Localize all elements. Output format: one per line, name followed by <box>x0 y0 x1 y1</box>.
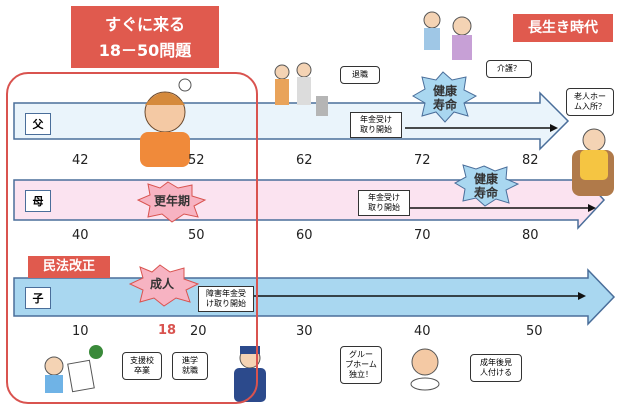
tick-father-5: 82 <box>522 153 539 168</box>
health-burst-mother <box>453 164 520 207</box>
tick-child-1: 10 <box>72 324 89 339</box>
tick-father-2: 52 <box>188 153 205 168</box>
tick-child-5: 40 <box>414 324 431 339</box>
group-home-note: グルー プホーム 独立！ <box>340 346 382 384</box>
disabled-adult-icon <box>410 348 440 391</box>
highlight-frame <box>6 72 258 404</box>
title-line1: すぐに来る <box>104 15 185 34</box>
tick-mother-1: 40 <box>72 228 89 243</box>
tick-father-1: 42 <box>72 153 89 168</box>
disability-pension-note: 障害年金受 け取り開始 <box>198 286 254 312</box>
lane-label-mother: 母 <box>25 190 51 212</box>
grandmother-icon <box>572 128 614 196</box>
tick-father-4: 72 <box>414 153 431 168</box>
student-icon <box>44 345 103 393</box>
school-grad-note: 支援校 卒業 <box>122 352 162 380</box>
pension-father-note: 年金受け 取り開始 <box>350 112 402 138</box>
tick-mother-4: 70 <box>414 228 431 243</box>
tick-child-2: 18 <box>158 323 177 338</box>
title-line2: 18－50問題 <box>98 41 192 60</box>
elderly-couple-icon <box>423 11 472 60</box>
work-note: 進学 就職 <box>172 352 208 380</box>
menopause-label: 更年期 <box>153 194 190 208</box>
tick-child-3: 20 <box>190 324 207 339</box>
tick-mother-3: 60 <box>296 228 313 243</box>
menopause-burst <box>136 181 207 223</box>
nursing-home-note: 老人ホー ム入所？ <box>566 88 614 116</box>
tick-father-3: 62 <box>296 153 313 168</box>
tick-mother-2: 50 <box>188 228 205 243</box>
retire-note: 退職 <box>340 66 380 84</box>
tick-child-6: 50 <box>526 324 543 339</box>
tick-mother-5: 80 <box>522 228 539 243</box>
health-label-mother: 健康 寿命 <box>473 172 498 200</box>
lane-label-child: 子 <box>25 287 51 309</box>
health-burst-father <box>412 71 478 123</box>
era-label: 長生き時代 <box>513 14 613 42</box>
adult-burst <box>128 264 200 307</box>
lane-label-father: 父 <box>25 113 51 135</box>
title-box: すぐに来る 18－50問題 <box>71 6 219 68</box>
walking-couple-icon <box>274 62 328 116</box>
worried-woman-icon <box>140 78 192 167</box>
health-label-father: 健康 寿命 <box>432 84 457 112</box>
care-note: 介護？ <box>486 60 532 78</box>
tick-child-4: 30 <box>296 324 313 339</box>
adult-label: 成人 <box>149 277 174 291</box>
law-label: 民法改正 <box>28 256 110 278</box>
pension-mother-note: 年金受け 取り開始 <box>358 190 410 216</box>
guardian-note: 成年後見 人付ける <box>470 354 522 382</box>
